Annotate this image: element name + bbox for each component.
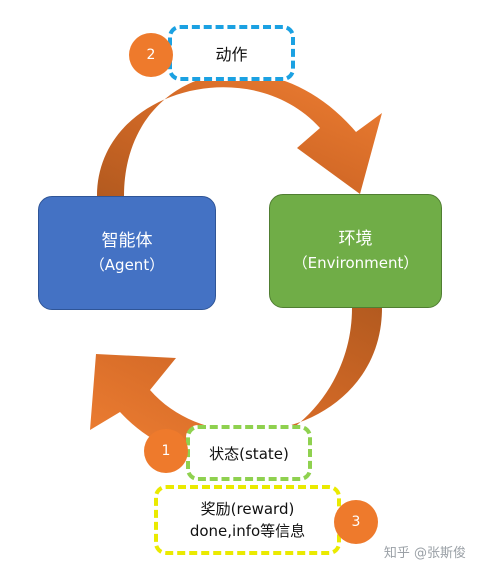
state-step-badge: 1	[144, 429, 188, 473]
action-step-number: 2	[146, 47, 156, 63]
reward-box: 奖励(reward) done,info等信息	[154, 485, 341, 555]
environment-subtitle: （Environment）	[292, 254, 419, 272]
agent-node: 智能体 （Agent）	[38, 196, 216, 310]
reward-step-number: 3	[351, 514, 361, 530]
state-step-number: 1	[161, 443, 171, 459]
environment-title: 环境	[338, 229, 373, 249]
state-box: 状态(state)	[186, 425, 312, 481]
environment-node: 环境 （Environment）	[269, 194, 442, 308]
reward-step-badge: 3	[334, 500, 378, 544]
watermark: 知乎 @张斯俊	[383, 546, 466, 561]
action-step-badge: 2	[129, 33, 173, 77]
reward-line1: 奖励(reward)	[200, 500, 295, 518]
agent-subtitle: （Agent）	[89, 256, 165, 274]
state-label: 状态(state)	[209, 444, 289, 463]
reward-line2: done,info等信息	[189, 522, 306, 540]
state-arrow	[90, 308, 382, 456]
action-box: 动作	[168, 25, 295, 81]
action-label: 动作	[215, 45, 248, 64]
action-arrow	[97, 72, 382, 196]
agent-title: 智能体	[101, 231, 153, 251]
